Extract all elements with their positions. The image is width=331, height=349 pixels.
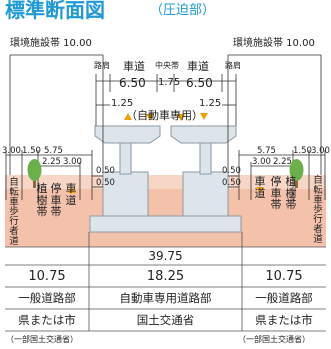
shoulder-right-label: 路肩 <box>225 61 241 70</box>
left-arrow-up <box>68 187 76 193</box>
ground-surface <box>5 175 326 189</box>
width-right: 10.75 <box>265 268 303 284</box>
road-type-left: 一般道路部 <box>18 291 76 305</box>
left-width-5: 3.00 <box>63 157 82 167</box>
table-grid <box>5 232 326 332</box>
left-width-4: 2.25 <box>42 157 61 167</box>
left-gap-bottom: 0.50 <box>96 178 115 188</box>
page-subtitle: （圧迫部） <box>150 3 216 18</box>
note-right: （一部国土交通省） <box>238 335 310 344</box>
left-planting-strip: 植樹帯 <box>36 182 48 218</box>
left-environment-label: 環境施設帯 10.00 <box>10 38 92 49</box>
median-width: 1.75 <box>158 77 181 88</box>
right-environment-label: 環境施設帯 10.00 <box>233 38 315 49</box>
right-planting-strip: 植樹帯 <box>285 175 297 211</box>
right-roadway: 車道 <box>254 175 266 200</box>
left-bike-ped-path: 自転車歩行者道 <box>9 177 19 247</box>
roadway-left-width: 6.50 <box>119 76 146 90</box>
left-roadway: 車道 <box>65 182 77 207</box>
left-width-3: 5.75 <box>44 146 63 156</box>
shoulder-left-label: 路肩 <box>94 61 110 70</box>
left-width-1: 3.00 <box>2 146 21 156</box>
shoulder-left-width: 1.25 <box>111 98 134 109</box>
footing <box>89 215 242 233</box>
road-type-center: 自動車専用道路部 <box>119 291 212 305</box>
right-gap-bottom: 0.50 <box>222 178 241 188</box>
right-tree <box>289 159 304 188</box>
total-width: 39.75 <box>148 249 183 263</box>
roadway-left-label: 車道 <box>123 60 145 73</box>
right-width-2: 1.50 <box>293 146 312 156</box>
right-arrow-down <box>256 187 264 193</box>
manager-left: 県または市 <box>18 313 76 327</box>
left-deck <box>94 125 161 144</box>
shoulder-right-width: 1.25 <box>199 98 222 109</box>
left-tree <box>27 159 42 188</box>
manager-right: 県または市 <box>255 313 313 327</box>
traffic-arrows <box>124 113 208 121</box>
median-label: 中央帯 <box>155 61 179 70</box>
left-pier <box>102 171 149 217</box>
right-width-4: 3.00 <box>252 157 271 167</box>
left-width-2: 1.50 <box>22 146 41 156</box>
right-width-1: 5.75 <box>257 146 276 156</box>
left-gap-top: 0.50 <box>96 166 115 176</box>
left-parking-lane: 停車帯 <box>50 182 62 218</box>
right-width-3: 3.00 <box>311 146 330 156</box>
page-title: 標準断面図 <box>5 0 105 22</box>
roadway-right-label: 車道 <box>187 60 209 73</box>
road-type-right: 一般道路部 <box>255 291 313 305</box>
width-center: 18.25 <box>146 268 185 284</box>
expressway-label: （自動車専用） <box>126 109 203 122</box>
right-width-5: 2.25 <box>273 157 292 167</box>
width-left: 10.75 <box>28 268 66 284</box>
right-deck <box>170 125 237 144</box>
note-left: （一部国土交通省） <box>6 335 78 344</box>
right-parking-lane: 停車帯 <box>270 175 282 211</box>
right-gap-top: 0.50 <box>222 166 241 176</box>
roadway-right-width: 6.50 <box>186 76 213 90</box>
manager-center: 国土交通省 <box>136 313 195 327</box>
right-bike-ped-path: 自転車歩行者道 <box>313 175 323 245</box>
